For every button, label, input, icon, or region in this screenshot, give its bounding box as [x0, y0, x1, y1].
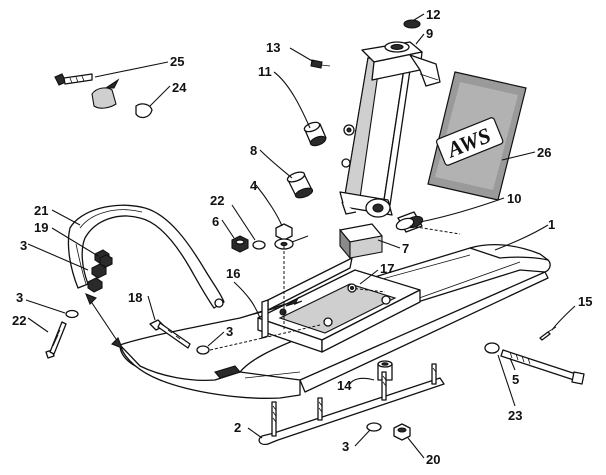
- callout-4: 4: [250, 178, 258, 193]
- bushing-10: [395, 211, 424, 233]
- callout-8: 8: [250, 143, 257, 158]
- aws-decal: AWS: [427, 71, 527, 201]
- callout-3a: 3: [20, 238, 27, 253]
- spindle-housing: [339, 41, 441, 218]
- saddle-bracket: [257, 257, 421, 353]
- callout-19b: 20: [426, 452, 440, 467]
- block-7: [339, 223, 383, 260]
- nut-4: [275, 223, 293, 241]
- screw-13: [310, 59, 331, 69]
- bushing-8: [286, 171, 314, 199]
- bolt-24: [54, 73, 93, 86]
- callout-7: 7: [402, 241, 409, 256]
- washer-22b: [484, 342, 500, 354]
- callout-6: 6: [212, 214, 219, 229]
- callout-23: 24: [172, 80, 187, 95]
- bushing-11: [303, 121, 327, 147]
- callout-25: 26: [537, 145, 551, 160]
- callout-18: 18: [128, 290, 142, 305]
- washer-3c: [196, 345, 210, 355]
- cap-12: [403, 19, 421, 29]
- callout-16: 16: [226, 266, 240, 281]
- callout-22b: 23: [508, 408, 522, 423]
- callout-5: 5: [512, 372, 519, 387]
- callout-17: 17: [380, 261, 394, 276]
- washer-3b: [65, 309, 79, 319]
- bolt-5: [500, 349, 585, 385]
- callout-14: 14: [337, 378, 352, 393]
- callout-10: 10: [507, 191, 521, 206]
- clip-24: [91, 78, 120, 109]
- callout-9: 9: [426, 26, 433, 41]
- callout-11: 11: [258, 64, 272, 79]
- callout-12: 12: [426, 7, 440, 22]
- pin-15: [539, 326, 557, 341]
- bolt-18: [149, 319, 191, 349]
- callout-labels: 12 9 13 11 25 24 8 26 4 10 22 21 6 19 1 …: [12, 7, 592, 467]
- washer-3d: [366, 422, 382, 432]
- callout-22a: 22: [210, 193, 224, 208]
- callout-20: 21: [34, 203, 48, 218]
- wear-rod: [258, 363, 445, 446]
- callout-1: 1: [548, 217, 555, 232]
- nut-19a: [99, 254, 113, 268]
- callout-15: 15: [578, 294, 592, 309]
- nut-23: [135, 103, 153, 119]
- callout-21: 22: [12, 313, 26, 328]
- callout-13: 13: [266, 40, 280, 55]
- callout-2: 2: [234, 420, 241, 435]
- callout-24: 25: [170, 54, 184, 69]
- washer-22a: [252, 240, 266, 250]
- ski-handle: [67, 204, 225, 309]
- callout-19a: 19: [34, 220, 48, 235]
- bolt-21: [45, 321, 67, 359]
- callout-3d: 3: [342, 439, 349, 454]
- callout-3b: 3: [16, 290, 23, 305]
- callout-3c: 3: [226, 324, 233, 339]
- leader-lines: [25, 13, 576, 459]
